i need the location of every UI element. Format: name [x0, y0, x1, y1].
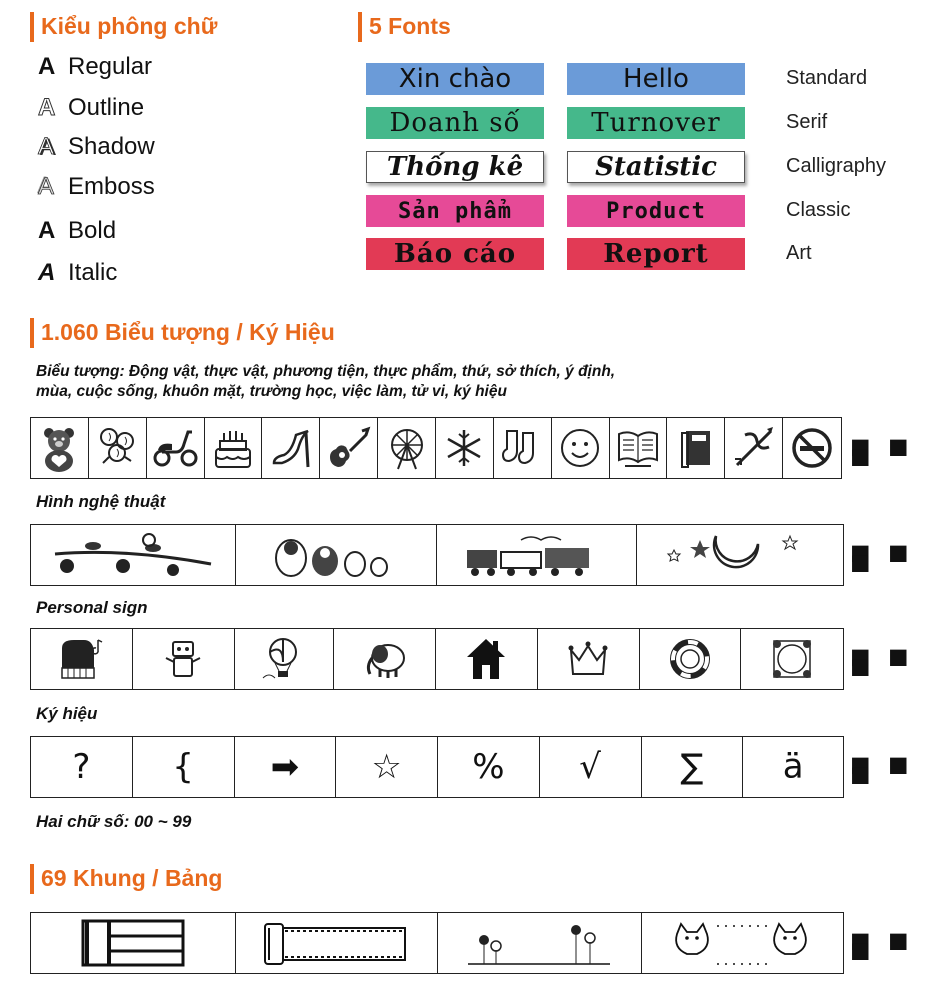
symbols-description-1: Biểu tượng: Động vật, thực vật, phương t… — [36, 363, 616, 380]
symbols-more-indicator: ■ ■ ■ — [850, 428, 913, 476]
ferris-wheel-icon — [378, 418, 437, 478]
font-style-label: Bold — [68, 217, 117, 244]
font-style-glyph: A — [38, 173, 55, 201]
crown-icon — [538, 629, 640, 689]
font-sample-en: Hello — [567, 63, 745, 95]
art-shapes-strip — [30, 524, 844, 586]
table-frame-icon — [31, 913, 236, 973]
high-heel-icon — [262, 418, 321, 478]
symbol-icon-strip — [30, 417, 842, 479]
fonts-title: 5 Fonts — [358, 12, 451, 42]
birthday-cake-icon — [205, 418, 263, 478]
personal-more-indicator: ■ ■ ■ — [850, 638, 913, 686]
frames-title: 69 Khung / Bảng — [30, 864, 222, 894]
teddy-bear-icon — [31, 418, 89, 478]
star-icon: ☆ — [336, 737, 438, 797]
font-style-4: A Emboss — [38, 172, 155, 202]
hot-air-balloon-icon — [235, 629, 335, 689]
bird-branch-icon — [31, 525, 236, 585]
font-style-3: A Shadow — [38, 132, 155, 162]
font-style-6: A Italic — [38, 258, 117, 288]
font-style-glyph: A — [38, 133, 55, 161]
font-sample-en: Report — [567, 238, 745, 270]
smiley-face-icon — [552, 418, 610, 478]
symbols-description-2: mùa, cuộc sống, khuôn mặt, trường học, v… — [36, 383, 507, 400]
flowers-frame-icon — [438, 913, 642, 973]
font-style-glyph: A — [38, 53, 56, 80]
arrow-right-icon: ➡ — [235, 737, 337, 797]
no-smoking-icon — [783, 418, 841, 478]
frames-more-indicator: ■ ■ ■ — [850, 922, 913, 970]
film-frame-icon — [236, 913, 438, 973]
percent-symbol: % — [438, 737, 540, 797]
art-more-indicator: ■ ■ ■ — [850, 534, 913, 582]
ky-hieu-strip: ?{➡☆%√∑ ä — [30, 736, 844, 798]
roses-icon — [89, 418, 147, 478]
square-root-symbol: √ — [540, 737, 642, 797]
font-name-label: Classic — [786, 199, 851, 221]
closed-book-icon — [667, 418, 726, 478]
symbols-title: 1.060 Biểu tượng / Ký Hiệu — [30, 318, 335, 348]
brace-symbol: { — [133, 737, 235, 797]
font-sample-vi: Sản phẩm — [366, 195, 544, 227]
ornate-frame-icon — [741, 629, 843, 689]
scooter-icon — [147, 418, 205, 478]
font-style-glyph: A — [38, 94, 56, 122]
font-style-label: Outline — [68, 94, 145, 121]
font-style-label: Emboss — [68, 173, 155, 200]
moon-stars-icon — [637, 525, 843, 585]
font-style-glyph: A — [38, 217, 56, 244]
font-styles-title: Kiểu phông chữ — [30, 12, 217, 42]
piano-icon — [31, 629, 133, 689]
font-sample-vi: Báo cáo — [366, 238, 544, 270]
font-sample-en: Product — [567, 195, 745, 227]
font-sample-vi: Doanh số — [366, 107, 544, 139]
font-sample-en: Turnover — [567, 107, 745, 139]
font-style-label: Shadow — [68, 133, 155, 160]
font-name-label: Art — [786, 242, 812, 264]
font-style-label: Italic — [68, 259, 118, 286]
art-shapes-title: Hình nghệ thuật — [36, 492, 166, 511]
a-umlaut-symbol: ä — [782, 747, 804, 787]
elephant-icon — [334, 629, 436, 689]
frames-strip — [30, 912, 844, 974]
house-icon — [436, 629, 538, 689]
guitar-icon — [320, 418, 379, 478]
sigma-symbol: ∑ — [642, 737, 744, 797]
open-book-icon — [610, 418, 668, 478]
font-sample-vi: Thống kê — [366, 151, 544, 183]
font-style-glyph: A — [38, 259, 56, 286]
socks-icon — [494, 418, 552, 478]
question-mark-symbol: ? — [31, 737, 133, 797]
font-style-5: A Bold — [38, 216, 116, 246]
snowflake-icon — [436, 418, 494, 478]
cats-frame-icon — [642, 913, 844, 973]
ky-hieu-more-indicator: ■ ■ ■ — [850, 746, 913, 794]
font-style-1: A Regular — [38, 52, 152, 82]
font-sample-en: Statistic — [567, 151, 745, 183]
personal-sign-title: Personal sign — [36, 598, 148, 617]
two-digits-note: Hai chữ số: 00 ~ 99 — [36, 812, 192, 831]
font-style-2: A Outline — [38, 93, 145, 123]
nesting-dolls-icon — [236, 525, 437, 585]
font-name-label: Calligraphy — [786, 155, 887, 177]
life-ring-icon — [640, 629, 742, 689]
robot-icon — [133, 629, 235, 689]
train-icon — [437, 525, 637, 585]
personal-sign-strip — [30, 628, 844, 690]
font-name-label: Standard — [786, 67, 868, 89]
cupid-arrow-icon — [725, 418, 784, 478]
font-sample-vi: Xin chào — [366, 63, 544, 95]
font-name-label: Serif — [786, 111, 828, 133]
font-style-label: Regular — [68, 53, 153, 80]
ky-hieu-title: Ký hiệu — [36, 704, 98, 723]
